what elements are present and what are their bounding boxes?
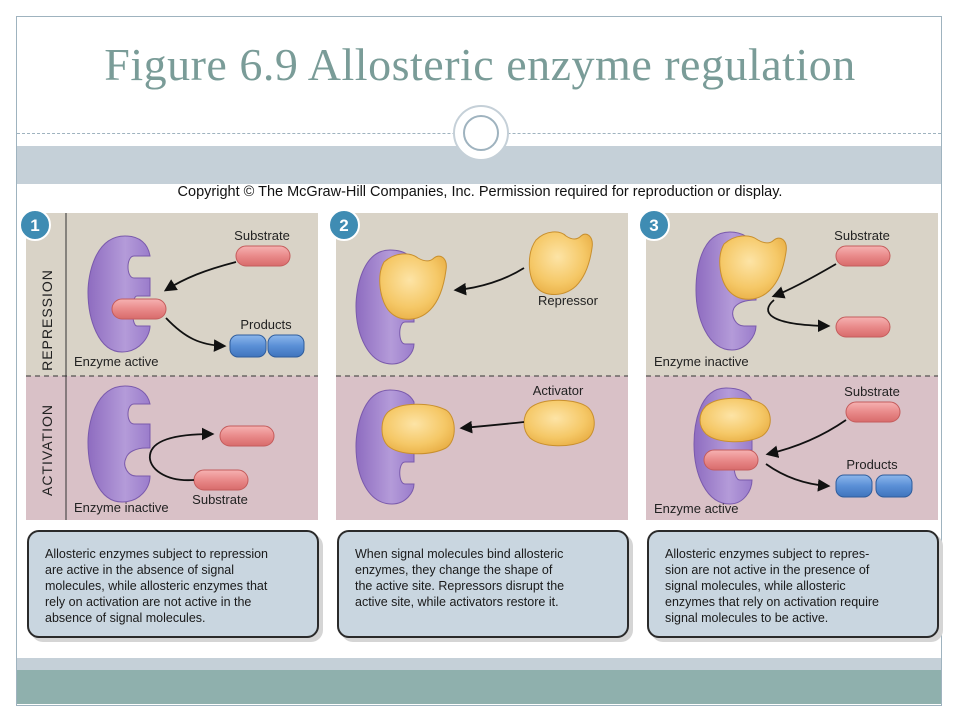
panel-number-badge: 1 — [19, 209, 51, 241]
description-line: active site, while activators restore it… — [355, 595, 559, 609]
description-box-3: Allosteric enzymes subject to repres- si… — [647, 530, 939, 638]
description-line: signal molecules, while allosteric — [665, 579, 846, 593]
repressor-molecule — [528, 231, 593, 295]
panel-number: 1 — [30, 216, 39, 235]
product — [875, 474, 913, 498]
panel-1-backgrounds — [26, 213, 318, 520]
label-enzyme-active: Enzyme active — [74, 354, 159, 369]
substrate — [835, 316, 891, 338]
enzyme-inactive-with-repressor — [695, 231, 787, 351]
label-enzyme-inactive: Enzyme inactive — [74, 500, 169, 515]
description-line: absence of signal molecules. — [45, 611, 206, 625]
arrow — [767, 299, 831, 333]
substrate-bound — [703, 449, 759, 471]
description-line: When signal molecules bind allosteric — [355, 547, 564, 561]
label-substrate: Substrate — [834, 228, 890, 243]
arrow — [459, 420, 525, 434]
product — [229, 334, 267, 358]
row-label-activation: ACTIVATION — [39, 404, 55, 496]
label-activator: Activator — [533, 383, 584, 398]
arrow — [149, 427, 215, 481]
description-box-1: Allosteric enzymes subject to repression… — [27, 530, 319, 638]
description-line: Allosteric enzymes subject to repression — [45, 547, 269, 561]
description-line: are active in the absence of signal — [45, 563, 235, 577]
product — [835, 474, 873, 498]
label-products: Products — [240, 317, 292, 332]
label-repressor: Repressor — [538, 293, 599, 308]
substrate-bound — [111, 298, 167, 320]
description-line: Allosteric enzymes subject to repres- — [665, 547, 870, 561]
label-enzyme-active: Enzyme active — [654, 501, 739, 516]
substrate — [845, 401, 901, 423]
substrate — [835, 245, 891, 267]
enzyme-inactive — [87, 385, 151, 503]
arrow — [765, 463, 831, 492]
description-line: rely on activation are not active in the — [45, 595, 252, 609]
arrow — [765, 419, 847, 458]
arrow — [163, 261, 237, 292]
substrate — [193, 469, 249, 491]
substrate — [235, 245, 291, 267]
arrow — [771, 263, 837, 299]
arrow — [165, 317, 227, 352]
description-box-2: When signal molecules bind allosteric en… — [337, 530, 629, 638]
panel-number: 3 — [649, 216, 658, 235]
enzyme-with-repressor — [355, 249, 447, 365]
description-line: enzymes, they change the shape of — [355, 563, 553, 577]
label-substrate: Substrate — [844, 384, 900, 399]
label-substrate: Substrate — [192, 492, 248, 507]
footer-band-dark — [17, 670, 941, 704]
description-line: molecules, while allosteric enzymes that — [45, 579, 268, 593]
panel-number: 2 — [339, 216, 348, 235]
label-enzyme-inactive: Enzyme inactive — [654, 354, 749, 369]
description-line: sion are not active in the presence of — [665, 563, 870, 577]
product — [267, 334, 305, 358]
description-line: enzymes that rely on activation require — [665, 595, 879, 609]
row-label-repression: REPRESSION — [39, 269, 55, 371]
panel-number-badge: 2 — [328, 209, 360, 241]
arrow — [453, 267, 525, 296]
description-line: the active site. Repressors disrupt the — [355, 579, 565, 593]
description-line: signal molecules to be active. — [665, 611, 829, 625]
enzyme-active — [87, 235, 151, 353]
enzyme-with-activator — [355, 389, 455, 505]
activator-molecule — [523, 399, 595, 447]
substrate — [219, 425, 275, 447]
decorative-circle-inner — [463, 115, 499, 151]
label-substrate: Substrate — [234, 228, 290, 243]
label-products: Products — [846, 457, 898, 472]
footer-band-light — [17, 658, 941, 670]
copyright-notice: Copyright © The McGraw-Hill Companies, I… — [177, 184, 783, 200]
enzyme-active-with-activator — [693, 387, 771, 505]
slide-title: Figure 6.9 Allosteric enzyme regulation — [104, 39, 856, 90]
panel-number-badge: 3 — [638, 209, 670, 241]
